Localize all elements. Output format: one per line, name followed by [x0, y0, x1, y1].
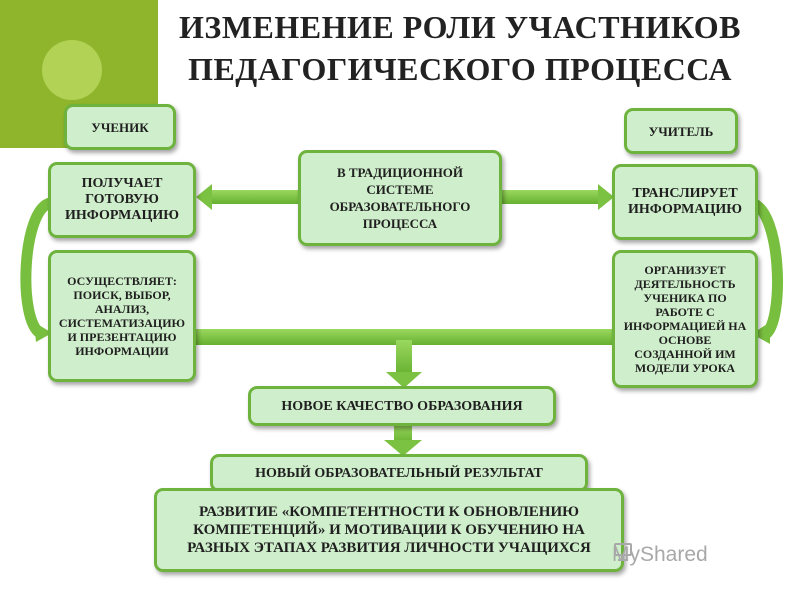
box-novoe-kachestvo: НОВОЕ КАЧЕСТВО ОБРАЗОВАНИЯ — [248, 386, 556, 426]
watermark: MyShared — [612, 540, 782, 570]
decorative-circle — [42, 40, 102, 100]
arrow-center-right — [502, 190, 602, 204]
arrow-to-quality — [396, 340, 412, 376]
convergence-bar — [196, 329, 612, 345]
box-uchitel: УЧИТЕЛЬ — [624, 108, 738, 154]
arrow-center-left — [208, 190, 300, 204]
arrow-to-result — [394, 424, 412, 444]
box-organizuet: ОРГАНИЗУЕТ ДЕЯТЕЛЬНОСТЬ УЧЕНИКА ПО РАБОТ… — [612, 250, 758, 388]
left-curve-arrow — [20, 197, 53, 338]
box-traditional: В ТРАДИЦИОННОЙ СИСТЕМЕ ОБРАЗОВАТЕЛЬНОГО … — [298, 150, 502, 246]
box-poluchaet: ПОЛУЧАЕТ ГОТОВУЮ ИНФОРМАЦИЮ — [48, 162, 196, 238]
box-novyi-rezultat: НОВЫЙ ОБРАЗОВАТЕЛЬНЫЙ РЕЗУЛЬТАТ — [210, 454, 588, 492]
box-osushestvlyaet: ОСУЩЕСТВЛЯЕТ: ПОИСК, ВЫБОР, АНАЛИЗ, СИСТ… — [48, 250, 196, 382]
slide-title: ИЗМЕНЕНИЕ РОЛИ УЧАСТНИКОВ ПЕДАГОГИЧЕСКОГ… — [179, 9, 741, 87]
right-curve-arrow — [749, 197, 783, 339]
arrow-head-right — [598, 184, 614, 210]
arrow-head-left — [196, 184, 212, 210]
box-razvitie: РАЗВИТИЕ «КОМПЕТЕНТНОСТИ К ОБНОВЛЕНИЮ КО… — [154, 488, 624, 572]
box-uchenik: УЧЕНИК — [64, 104, 176, 150]
projector-icon — [614, 543, 632, 561]
watermark-text: MyShared — [612, 543, 708, 566]
box-transliruet: ТРАНСЛИРУЕТ ИНФОРМАЦИЮ — [612, 164, 758, 240]
